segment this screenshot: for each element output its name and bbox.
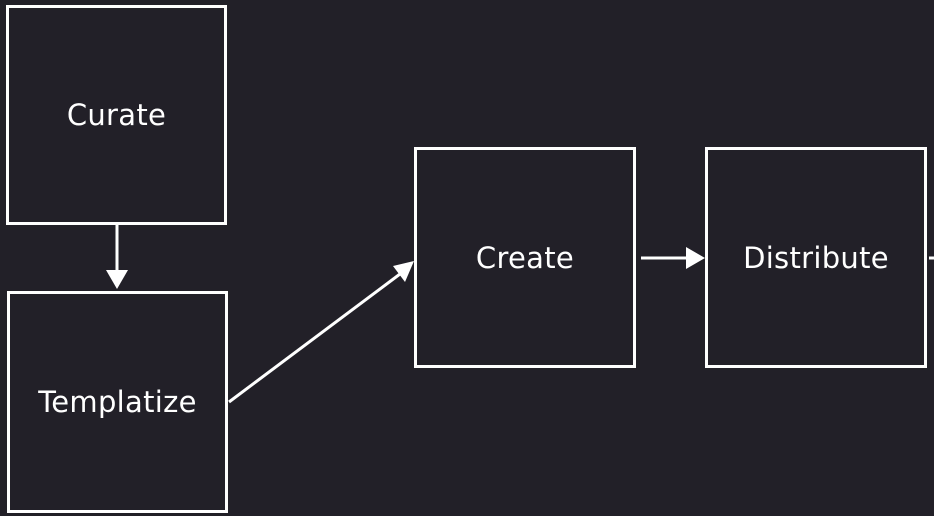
edge-templatize-create <box>228 261 414 404</box>
node-templatize: Templatize <box>7 291 228 513</box>
node-create: Create <box>414 147 636 368</box>
edge-curate-templatize <box>106 225 128 289</box>
arrowhead-icon <box>106 270 128 289</box>
node-label: Distribute <box>743 240 889 275</box>
node-label: Curate <box>66 98 167 132</box>
node-curate: Curate <box>6 5 227 225</box>
arrowhead-icon <box>686 247 705 269</box>
arrowhead-icon <box>393 261 414 282</box>
node-label: Templatize <box>38 385 197 419</box>
edge-create-distribute <box>641 247 705 269</box>
node-label: Create <box>475 240 575 275</box>
node-distribute: Distribute <box>705 147 927 368</box>
